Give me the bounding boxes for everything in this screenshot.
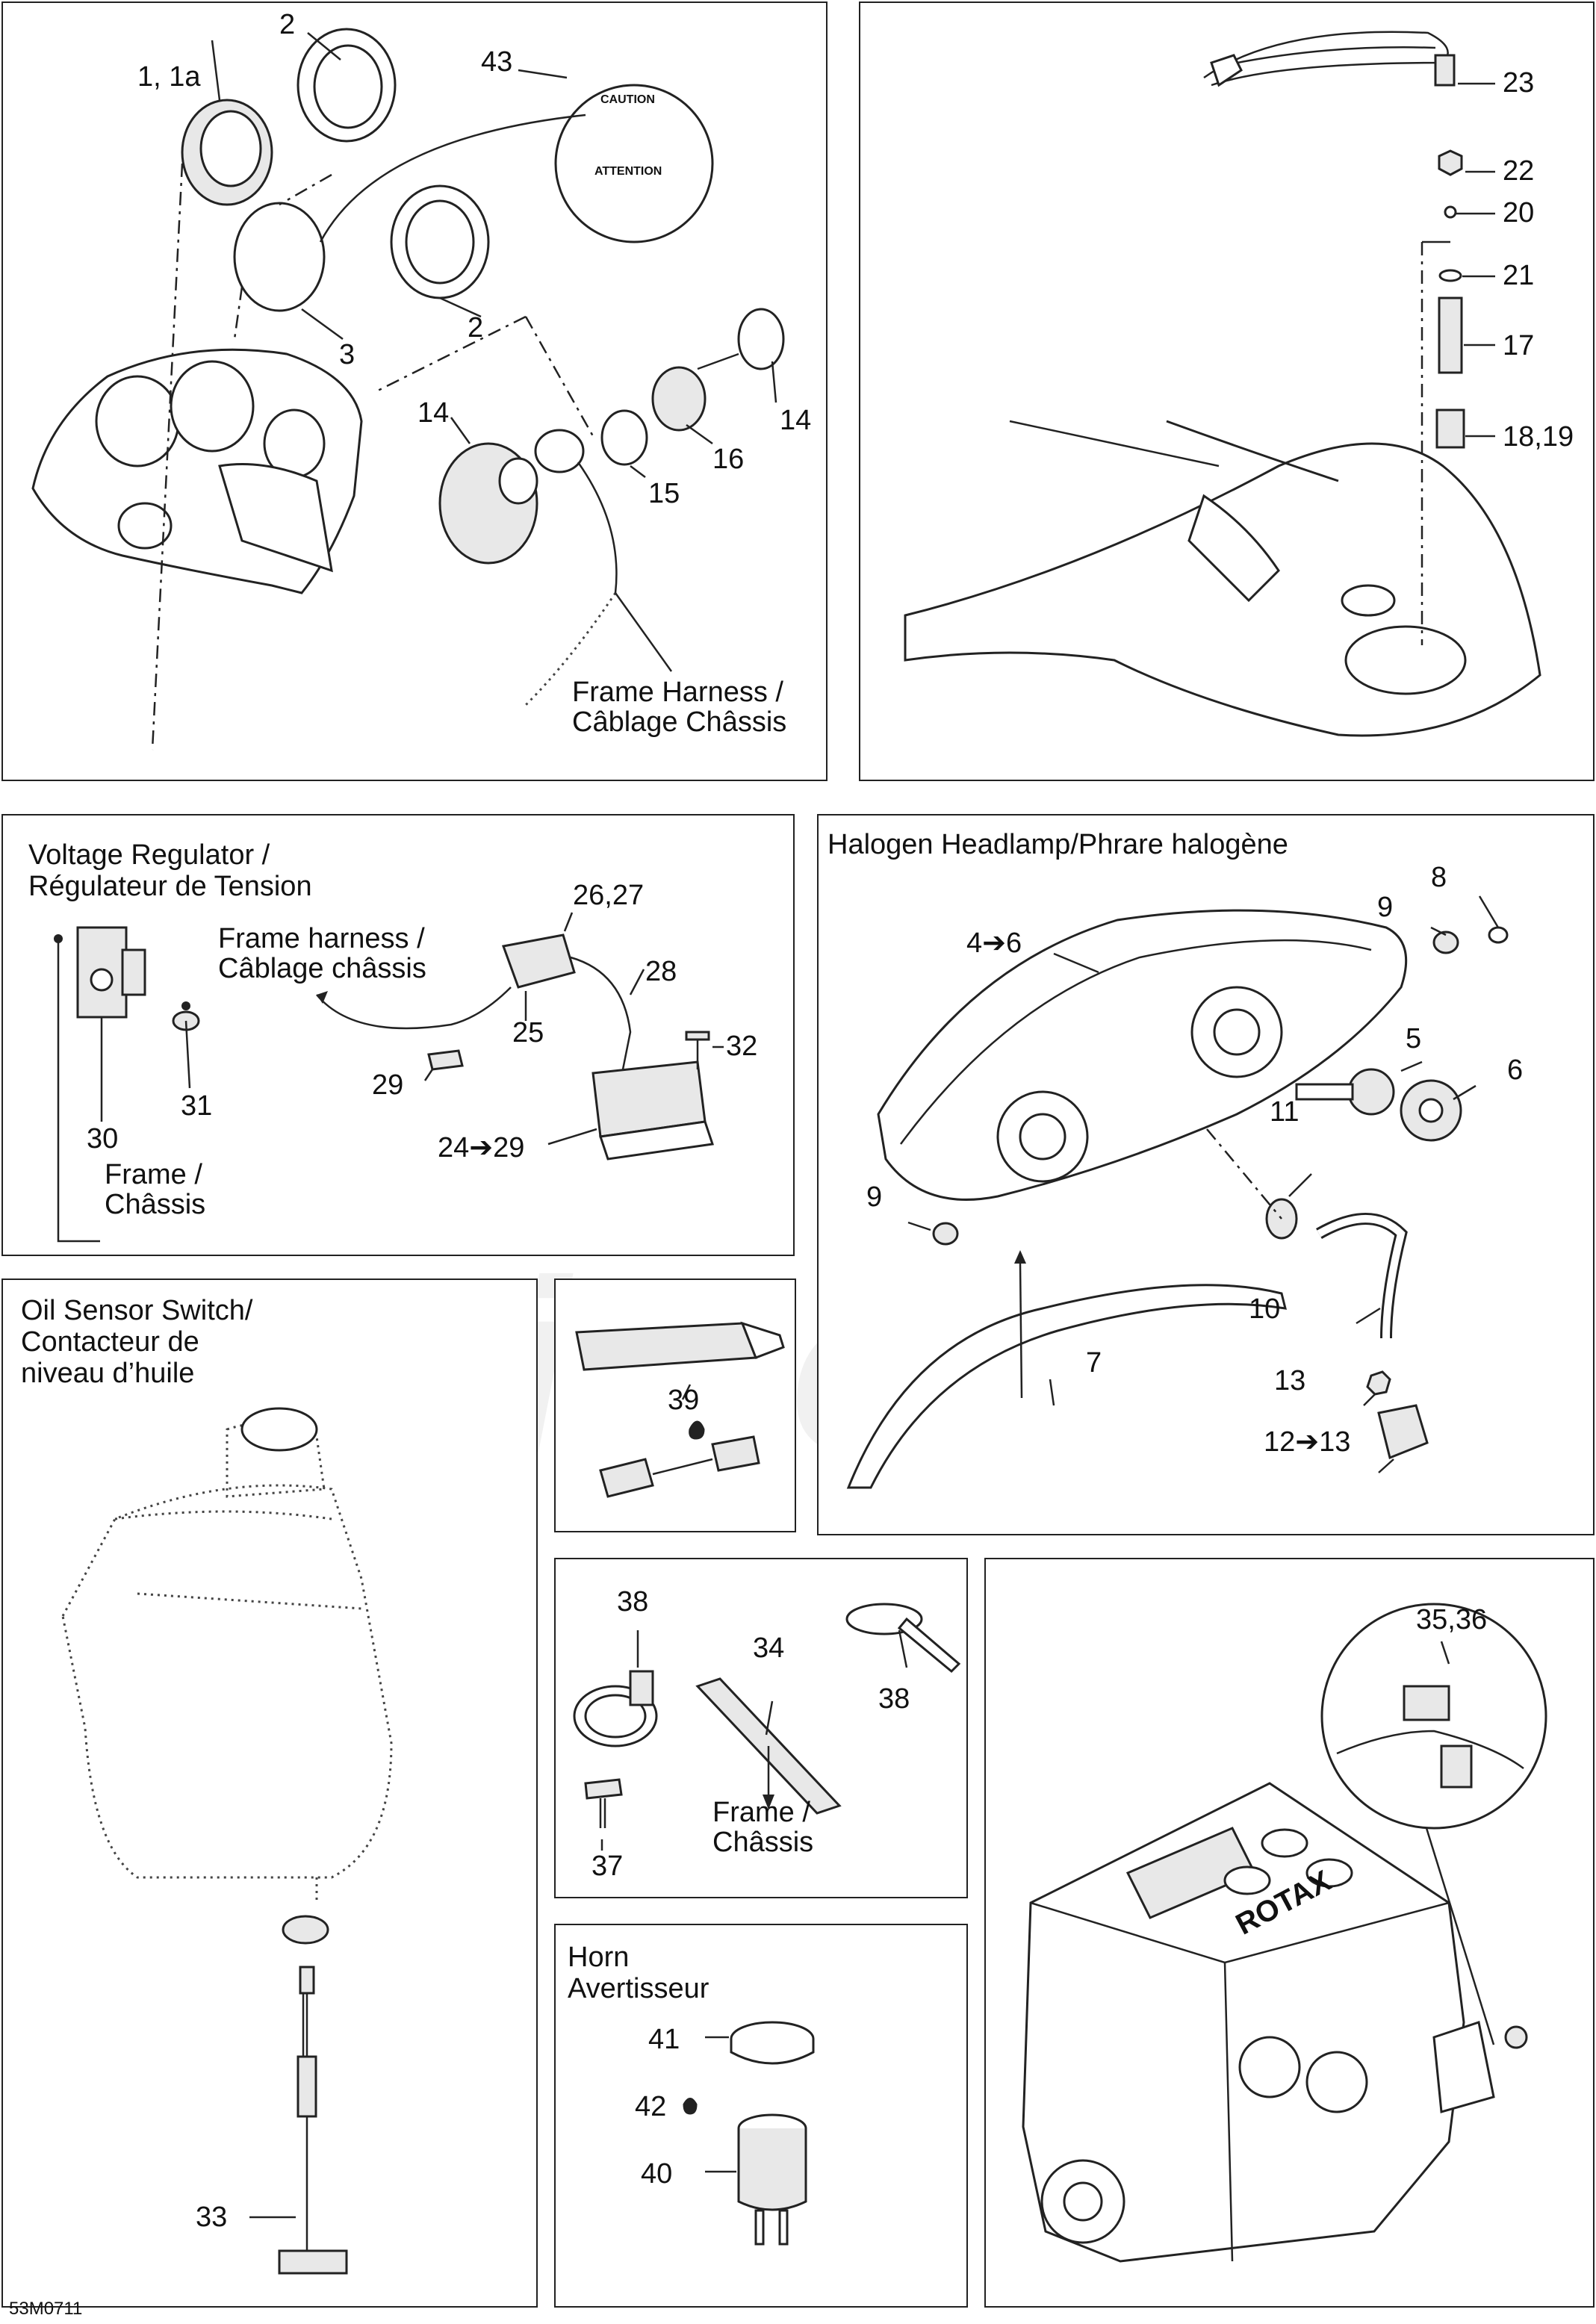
- label-38-tie: 38: [878, 1683, 910, 1715]
- panel-engine: 35,36 ROTAX: [984, 1558, 1595, 2308]
- label-37: 37: [591, 1851, 624, 1882]
- label-2-top: 2: [279, 9, 296, 40]
- label-35-36: 35,36: [1416, 1604, 1488, 1635]
- label-42: 42: [635, 2091, 667, 2122]
- label-21: 21: [1503, 260, 1535, 291]
- headlamp-drawing: [846, 895, 1509, 1489]
- grease-drawing: [575, 1321, 785, 1498]
- label-10: 10: [1249, 1293, 1281, 1325]
- label-33: 33: [196, 2202, 228, 2233]
- label-16: 16: [712, 444, 745, 475]
- oil-drawing: [61, 1407, 393, 2275]
- decal-attention: ATTENTION: [594, 165, 662, 178]
- label-frame-fast: Frame /: [712, 1797, 810, 1828]
- label-9-top: 9: [1377, 892, 1394, 923]
- panel-grease: 39: [554, 1278, 796, 1532]
- label-38-clamp: 38: [617, 1586, 649, 1618]
- label-41: 41: [648, 2024, 680, 2055]
- label-28: 28: [645, 956, 677, 987]
- label-2-mid: 2: [468, 312, 484, 344]
- label-frame-harness-fr: Câblage Châssis: [572, 706, 787, 738]
- oil-title-3: niveau d’huile: [21, 1358, 195, 1389]
- label-frame-harness: Frame Harness /: [572, 677, 783, 708]
- label-frame-harness-vr: Frame harness /: [218, 923, 425, 954]
- headlamp-title: Halogen Headlamp/Phrare halogène: [828, 829, 1288, 860]
- label-13: 13: [1274, 1365, 1306, 1396]
- label-11: 11: [1270, 1096, 1300, 1128]
- label-frame-vr-fr: Châssis: [105, 1189, 206, 1220]
- horn-drawing: [683, 2021, 815, 2246]
- engine-drawing: [1022, 1603, 1547, 2263]
- voltage-title-en: Voltage Regulator /: [28, 839, 270, 871]
- label-20: 20: [1503, 197, 1535, 229]
- label-5: 5: [1406, 1023, 1422, 1054]
- tether-drawing: [904, 31, 1541, 737]
- label-12-13: 12➔13: [1264, 1426, 1351, 1458]
- label-18-19: 18,19: [1503, 421, 1574, 453]
- label-14-key: 14: [780, 405, 812, 436]
- horn-title-fr: Avertisseur: [568, 1973, 709, 2004]
- voltage-drawing: [54, 912, 724, 1243]
- label-frame-vr: Frame /: [105, 1159, 202, 1190]
- panel-voltage-regulator: Voltage Regulator / Régulateur de Tensio…: [1, 814, 795, 1256]
- gauges-drawing: [31, 28, 785, 751]
- fasteners-drawing: [573, 1603, 961, 1851]
- label-34: 34: [753, 1632, 785, 1664]
- horn-title-en: Horn: [568, 1942, 630, 1973]
- figure-code: 53M0711: [9, 2299, 83, 2319]
- oil-title-2: Contacteur de: [21, 1326, 199, 1358]
- label-3: 3: [339, 339, 355, 370]
- label-23: 23: [1503, 67, 1535, 99]
- label-4-6: 4➔6: [966, 928, 1022, 959]
- label-15: 15: [648, 478, 680, 509]
- label-8: 8: [1431, 862, 1447, 893]
- label-17: 17: [1503, 330, 1535, 361]
- label-9-bottom: 9: [866, 1181, 883, 1213]
- voltage-title-fr: Régulateur de Tension: [28, 871, 312, 902]
- label-31: 31: [181, 1090, 213, 1122]
- label-32: 32: [726, 1031, 758, 1062]
- label-frame-fast-fr: Châssis: [712, 1827, 814, 1858]
- label-29: 29: [372, 1069, 404, 1101]
- panel-tether: 23 22 20 21 17 18,19: [859, 1, 1595, 781]
- oil-title-1: Oil Sensor Switch/: [21, 1295, 253, 1326]
- label-24-29: 24➔29: [438, 1132, 525, 1163]
- decal-caution: CAUTION: [600, 93, 655, 106]
- label-7: 7: [1086, 1347, 1102, 1379]
- label-40: 40: [641, 2158, 673, 2190]
- label-6: 6: [1507, 1054, 1524, 1086]
- panel-oil-sensor: Oil Sensor Switch/ Contacteur de niveau …: [1, 1278, 538, 2308]
- panel-gauges: 2 1, 1a 43 3 2 14 14 16 15 Frame Harness…: [1, 1, 828, 781]
- label-1-1a: 1, 1a: [137, 61, 201, 93]
- label-30: 30: [87, 1123, 119, 1155]
- label-frame-harness-vr-fr: Câblage châssis: [218, 953, 426, 984]
- label-26-27: 26,27: [573, 880, 645, 911]
- label-39: 39: [668, 1385, 700, 1416]
- label-43: 43: [481, 46, 513, 78]
- label-14-switch: 14: [417, 397, 450, 429]
- label-22: 22: [1503, 155, 1535, 187]
- label-25: 25: [512, 1017, 544, 1048]
- panel-headlamp: Halogen Headlamp/Phrare halogène 8 9 4➔6…: [817, 814, 1595, 1535]
- panel-horn: Horn Avertisseur 41 42 40: [554, 1924, 968, 2308]
- panel-fasteners: 38 34 38 37 Frame / Châssis: [554, 1558, 968, 1898]
